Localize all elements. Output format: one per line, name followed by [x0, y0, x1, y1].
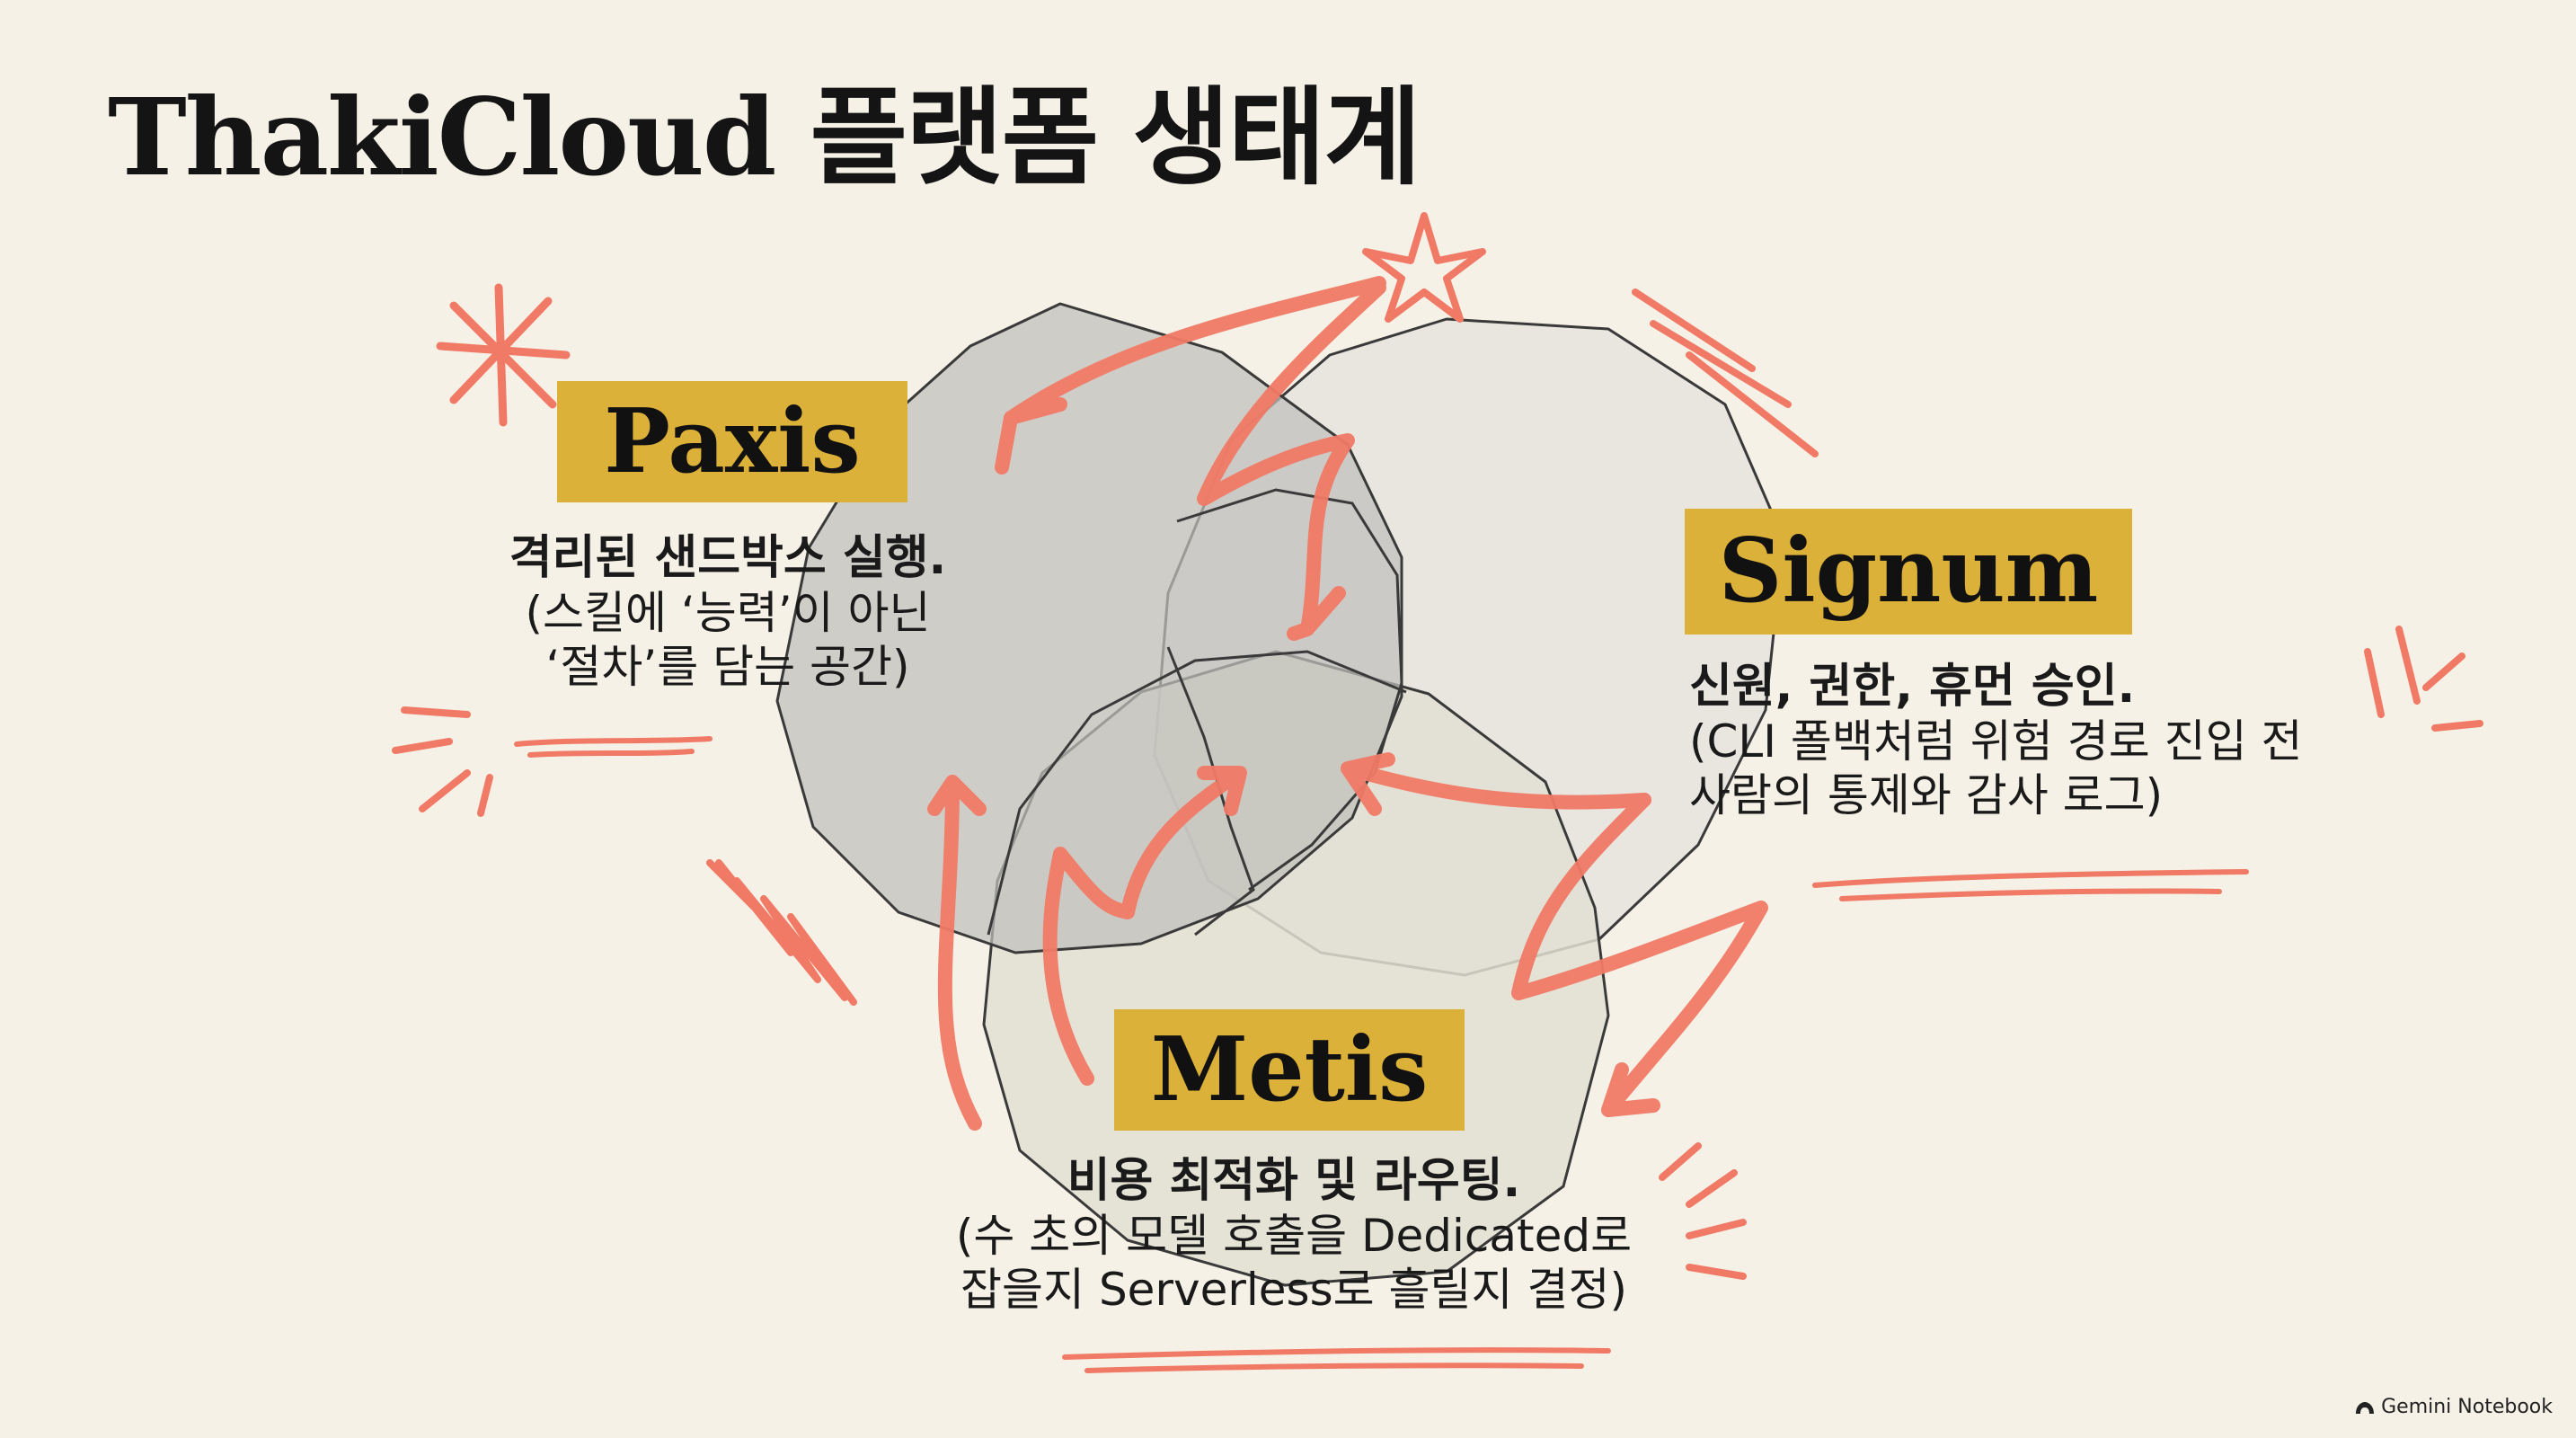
- paxis-description: 격리된 샌드박스 실행. (스킬에 ‘능력’이 아닌 ‘절차’를 담는 공간): [485, 530, 970, 694]
- metis-detail-line: (수 초의 모델 호출을 Dedicated로: [955, 1210, 1633, 1263]
- overlap-outline: [1166, 646, 1255, 936]
- signum-headline: 신원, 권한, 휴먼 승인.: [1689, 660, 2136, 714]
- paxis-detail-line: (스킬에 ‘능력’이 아닌: [525, 587, 931, 640]
- signum-detail-line: (CLI 폴백처럼 위험 경로 진입 전: [1689, 715, 2303, 768]
- sparkle-icon: [436, 283, 571, 427]
- paxis-headline: 격리된 샌드박스 실행.: [509, 531, 947, 585]
- paxis-detail-line: ‘절차’를 담는 공간): [545, 641, 910, 694]
- gemini-notebook-icon: [2356, 1401, 2375, 1414]
- label-paxis: Paxis: [557, 381, 907, 502]
- underline-strokes: [514, 736, 2249, 1373]
- signum-description: 신원, 권한, 휴먼 승인. (CLI 폴백처럼 위험 경로 진입 전 사람의 …: [1689, 659, 2303, 822]
- branding: Gemini Notebook: [2354, 1396, 2553, 1418]
- metis-headline: 비용 최적화 및 라우팅.: [1067, 1154, 1521, 1208]
- branding-label: Gemini Notebook: [2381, 1396, 2553, 1418]
- label-signum: Signum: [1685, 509, 2132, 635]
- overlap-outline: [987, 650, 1407, 936]
- overlap-outline: [1176, 488, 1403, 892]
- accent-strokes: [392, 288, 2483, 1280]
- metis-description: 비용 최적화 및 라우팅. (수 초의 모델 호출을 Dedicated로 잡을…: [916, 1153, 1671, 1317]
- metis-detail-line: 잡을지 Serverless로 흘릴지 결정): [960, 1264, 1627, 1317]
- signum-detail-line: 사람의 통제와 감사 로그): [1689, 769, 2164, 822]
- scribble: [706, 859, 857, 1006]
- page-title: ThakiCloud 플랫폼 생태계: [108, 75, 1421, 200]
- arrow-strokes: [927, 276, 1768, 1131]
- star-icon: [1362, 212, 1486, 323]
- label-metis: Metis: [1114, 1009, 1465, 1131]
